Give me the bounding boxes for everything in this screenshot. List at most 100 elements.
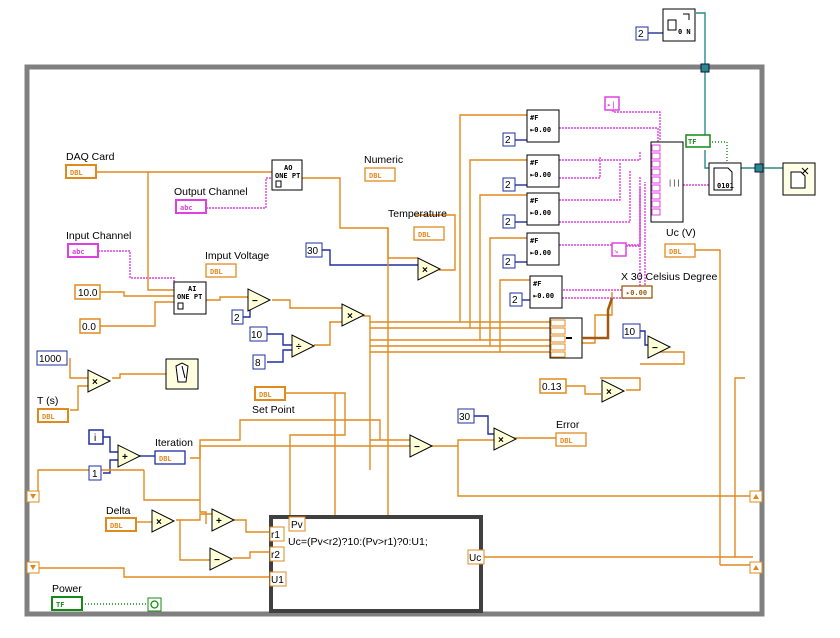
label-uc: Uc (V) [666, 227, 696, 239]
svg-text:⇤0.00: ⇤0.00 [533, 292, 554, 300]
svg-text:AI: AI [188, 285, 196, 293]
constant-10-right[interactable]: 10 [622, 323, 641, 339]
open-file-icon[interactable]: 0 N [662, 8, 696, 42]
subtract-icon [409, 434, 434, 458]
label-numeric: Numeric [364, 154, 403, 166]
error-indicator: DBL [555, 432, 587, 447]
shift-register-right-1 [749, 490, 763, 503]
svg-text:#F: #F [530, 237, 538, 245]
svg-text:0101: 0101 [717, 182, 734, 190]
input-voltage-indicator: DBL [205, 263, 237, 278]
arith-symbols: −×÷ ××+ −×× +−− × [92, 265, 658, 566]
label-delta: Delta [106, 505, 131, 517]
output-channel-control[interactable]: abc [175, 199, 207, 214]
formula-input-r2: r2 [269, 546, 285, 562]
svg-text:▸0.00: ▸0.00 [626, 289, 647, 297]
constant-10-0[interactable]: 10.0 [74, 284, 101, 300]
formula-input-u1: U1 [269, 571, 287, 587]
shift-register-right-2 [749, 561, 763, 574]
svg-text:#F: #F [530, 197, 538, 205]
svg-text:TF: TF [688, 138, 696, 146]
constant-2-f5[interactable]: 2 [509, 292, 523, 307]
shift-register-left-2 [26, 561, 40, 574]
formula-input-pv: Pv [288, 516, 306, 532]
constant-2-f3[interactable]: 2 [502, 214, 516, 229]
power-control[interactable]: TF [51, 596, 83, 611]
constant-30-a[interactable]: 30 [305, 242, 323, 258]
svg-text:DBL: DBL [560, 437, 573, 445]
build-array-icon[interactable]: ||| [650, 141, 684, 223]
format-value-3[interactable]: #F⇤0.00 [526, 192, 560, 226]
arith-primitives[interactable] [87, 257, 672, 571]
constant-10[interactable]: 10 [249, 326, 268, 342]
label-set-point: Set Point [252, 404, 295, 416]
constant-8[interactable]: 8 [252, 354, 266, 370]
x30-celsius-indicator: ▸0.00 [621, 285, 653, 299]
svg-text:1000: 1000 [39, 354, 62, 365]
tunnel-top [700, 63, 710, 73]
svg-text:▸|: ▸| [607, 101, 615, 110]
svg-text:#F: #F [533, 280, 541, 288]
constant-30-b[interactable]: 30 [457, 408, 475, 424]
label-x30-celsius: X 30 Celsius Degree [621, 271, 717, 283]
svg-text:DBL: DBL [369, 172, 382, 180]
svg-text:0.13: 0.13 [542, 382, 562, 393]
wait-ms-icon[interactable] [165, 358, 199, 390]
iteration-terminal-i: i [88, 429, 104, 445]
string-constant-bottom[interactable]: ⇘ [611, 242, 627, 257]
svg-text:DBL: DBL [259, 391, 272, 399]
formula-output-uc: Uc [467, 549, 485, 565]
formula-expression: Uc=(Pv<r2)?10:(Pv>r1)?0:U1; [288, 536, 428, 548]
delta-control[interactable]: DBL [105, 517, 137, 532]
daq-card-control[interactable]: DBL [65, 164, 97, 179]
svg-text:#F: #F [530, 114, 538, 122]
uc-indicator: DBL [664, 243, 696, 258]
formula-node[interactable]: Pv r1 r2 U1 Uc Uc=(Pv<r2)?10:(Pv>r1)?0:U… [269, 515, 485, 613]
svg-text:2: 2 [505, 180, 511, 191]
format-value-4[interactable]: #F⇤0.00 [526, 232, 560, 266]
shift-register-left-1 [26, 490, 40, 503]
svg-text:DBL: DBL [110, 522, 123, 530]
svg-text:×: × [156, 517, 162, 528]
loop-condition-icon[interactable] [147, 597, 162, 612]
label-ts: T (s) [37, 395, 58, 407]
set-point-control[interactable]: DBL [254, 386, 286, 401]
svg-text:0.0: 0.0 [82, 322, 96, 333]
svg-text:DBL: DBL [210, 268, 223, 276]
close-file-icon[interactable] [782, 162, 816, 196]
label-power: Power [52, 583, 82, 595]
svg-text:DBL: DBL [42, 413, 55, 421]
format-value-1[interactable]: #F⇤0.00 [526, 109, 560, 143]
svg-text:U1: U1 [271, 575, 284, 586]
constant-2-mid[interactable]: 2 [231, 309, 244, 325]
svg-text:×: × [498, 435, 504, 446]
format-value-5[interactable]: #F ⇤0.00 [529, 275, 563, 309]
constant-0-13[interactable]: 0.13 [539, 378, 567, 394]
constant-1[interactable]: 1 [88, 465, 102, 481]
bool-constant-tf-top[interactable]: TF [685, 134, 711, 148]
constant-2-top[interactable]: 2 [635, 26, 649, 41]
while-loop[interactable] [24, 64, 765, 617]
constant-1000[interactable]: 1000 [36, 350, 68, 366]
svg-text:DBL: DBL [70, 169, 83, 177]
ai-one-pt-icon[interactable]: AI ONE PT [173, 281, 207, 315]
write-to-file-icon[interactable]: 0101 [708, 162, 742, 196]
ao-one-pt-icon[interactable]: AO ONE PT [271, 159, 303, 191]
multiply-icon [493, 427, 518, 451]
build-array-numeric[interactable] [549, 317, 583, 359]
svg-text:2: 2 [505, 257, 511, 268]
string-constant-top[interactable]: ▸| [604, 96, 620, 111]
iteration-indicator: DBL [154, 450, 186, 465]
constant-2-f4[interactable]: 2 [502, 254, 516, 269]
svg-text:1: 1 [92, 469, 98, 480]
constant-2-f2[interactable]: 2 [502, 177, 516, 192]
ts-control[interactable]: DBL [37, 408, 69, 423]
svg-text:|||: ||| [668, 179, 681, 188]
svg-text:−: − [214, 555, 220, 566]
increment-icon [117, 444, 142, 468]
constant-2-f1[interactable]: 2 [502, 132, 516, 147]
label-iteration: Iteration [155, 437, 193, 449]
format-value-2[interactable]: #F⇤0.00 [526, 154, 560, 188]
input-channel-control[interactable]: abc [67, 243, 99, 258]
constant-0-0[interactable]: 0.0 [79, 318, 101, 334]
